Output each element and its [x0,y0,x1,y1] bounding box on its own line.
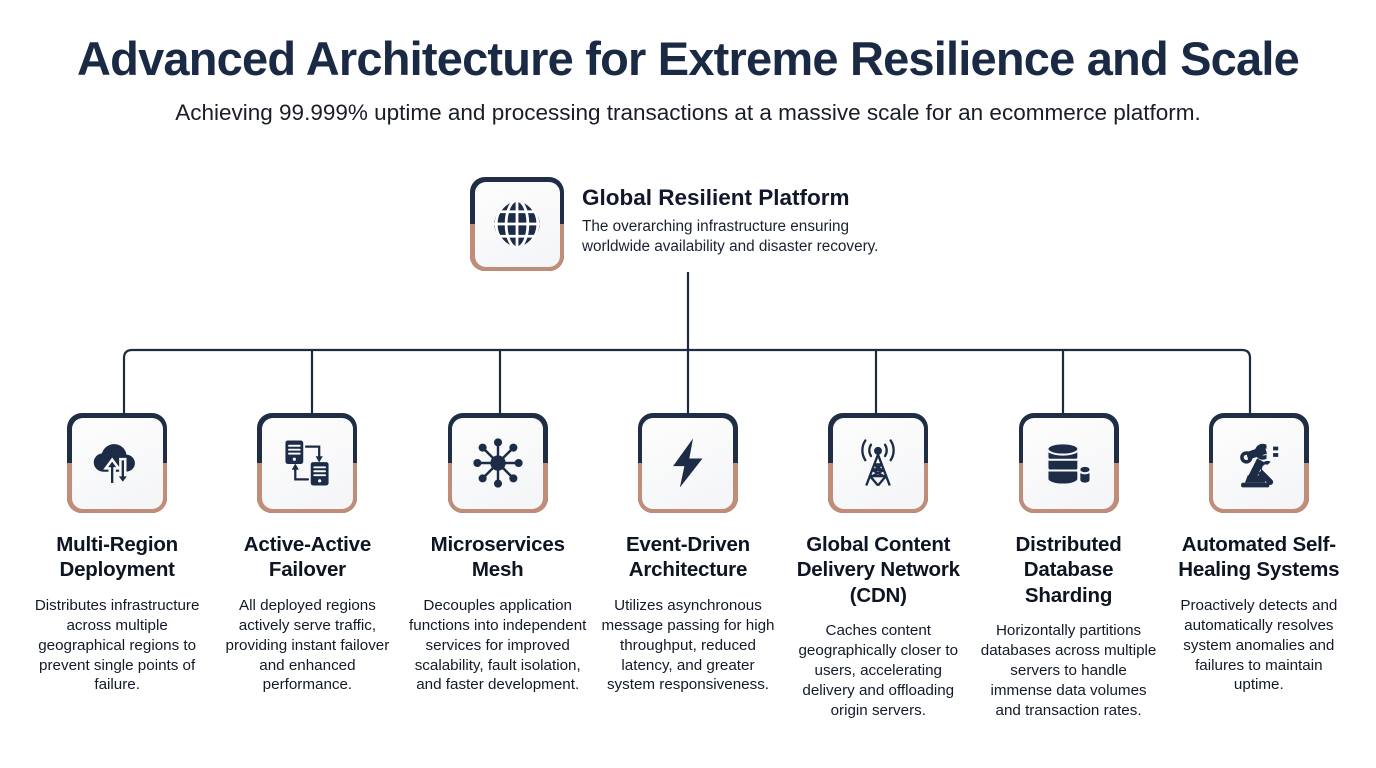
child-description: Horizontally partitions databases across… [980,622,1157,719]
child-label: Global Content Delivery Network (CDN) [796,533,960,607]
child-label: Multi-Region Deployment [56,533,178,582]
child-label: Microservices Mesh [430,533,565,582]
root-title: Global Resilient Platform [582,185,850,210]
page-subtitle: Achieving 99.999% uptime and processing … [175,99,1201,125]
child-node-global-content-delivery-network[interactable]: Global Content Delivery Network (CDN) Ca… [783,413,973,721]
child-icon-tile[interactable] [828,413,929,513]
child-node-automated-self-healing-systems[interactable]: Automated Self-Healing Systems Proactive… [1164,413,1354,695]
child-icon-tile[interactable] [257,413,358,513]
root-node[interactable]: Global Resilient Platform The overarchin… [470,177,878,271]
robot-arm-wrench-icon [1239,443,1279,488]
broadcast-tower-icon [861,439,896,487]
child-description: All deployed regions actively serve traf… [225,596,390,694]
lightning-bolt-icon [673,438,703,488]
root-text-block: Global Resilient Platform The overarchin… [582,177,878,258]
child-label: Automated Self-Healing Systems [1178,533,1340,582]
child-node-microservices-mesh[interactable]: Microservices Mesh Decouples application… [403,413,593,695]
child-node-active-active-failover[interactable]: Active-Active Failover All deployed regi… [212,413,402,695]
page-title: Advanced Architecture for Extreme Resili… [77,32,1300,85]
cloud-sync-icon [93,444,136,486]
children-row: Multi-Region Deployment Distributes infr… [22,413,1354,721]
server-exchange-icon [285,440,329,486]
database-shard-icon [1045,442,1092,486]
child-label: Event-Driven Architecture [625,533,751,582]
child-icon-tile[interactable] [67,413,168,513]
globe-icon [494,201,540,247]
child-description: Proactively detects and automatically re… [1180,596,1338,694]
network-hub-icon [473,438,523,488]
child-icon-tile[interactable] [637,413,738,513]
child-label: Distributed Database Sharding [1015,533,1122,607]
child-node-distributed-database-sharding[interactable]: Distributed Database Sharding Horizontal… [973,413,1163,721]
child-node-multi-region-deployment[interactable]: Multi-Region Deployment Distributes infr… [22,413,212,695]
child-icon-tile[interactable] [1208,413,1309,513]
child-icon-tile[interactable] [1018,413,1119,513]
child-description: Distributes infrastructure across multip… [34,596,200,694]
child-description: Decouples application functions into ind… [409,596,587,694]
child-icon-tile[interactable] [447,413,548,513]
connector-bus [122,348,1252,414]
root-description: The overarching infrastructure ensuring … [582,218,879,256]
root-icon-tile[interactable] [470,177,564,271]
child-description: Utilizes asynchronous message passing fo… [601,596,775,694]
page-header: Advanced Architecture for Extreme Resili… [0,32,1376,126]
child-node-event-driven-architecture[interactable]: Event-Driven Architecture Utilizes async… [593,413,783,695]
child-description: Caches content geographically closer to … [798,622,959,719]
child-label: Active-Active Failover [243,533,372,582]
